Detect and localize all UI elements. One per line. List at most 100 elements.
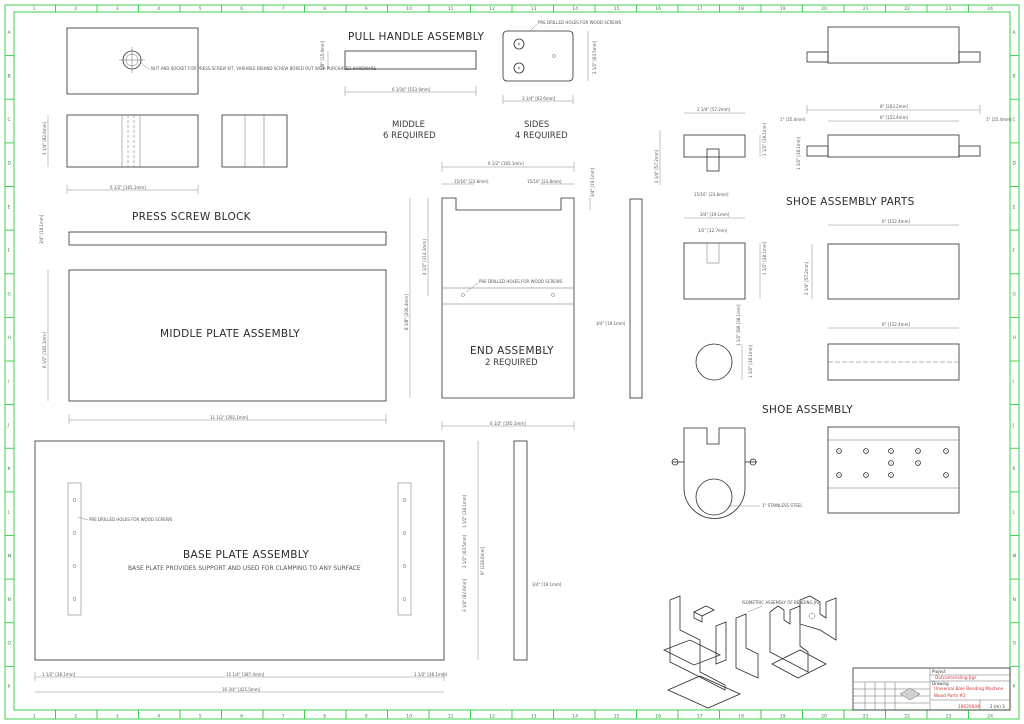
zone-col-bottom: 9 bbox=[365, 714, 368, 720]
press-screw-block-title: PRESS SCREW BLOCK bbox=[132, 211, 252, 223]
zone-col-bottom: 4 bbox=[157, 714, 160, 720]
base-plate-note: BASE PLATE PROVIDES SUPPORT AND USED FOR… bbox=[128, 565, 361, 572]
screw-icon bbox=[943, 472, 949, 478]
zone-col-top: 14 bbox=[572, 6, 578, 12]
sp-height-dim: 1 1/2" [38.1mm] bbox=[796, 136, 801, 170]
end-height1-dim: 4 1/2" [114.3mm] bbox=[422, 239, 427, 275]
tb-logo-icon bbox=[899, 687, 921, 701]
end-bottom-width-dim: 6 1/2" [165.1mm] bbox=[490, 421, 526, 426]
zone-row-left: C bbox=[8, 117, 11, 123]
shoe-width-dim: 2 1/4" [57.2mm] bbox=[697, 107, 731, 112]
shoe-part-block-c: 6" [152.4mm] 2 1/4" [57.2mm] bbox=[804, 219, 960, 300]
zone-row-left: A bbox=[8, 30, 12, 36]
zone-col-top: 21 bbox=[863, 6, 869, 12]
zone-col-bottom: 8 bbox=[323, 714, 326, 720]
middle-plate-assembly: 11 1/2" [292.1mm] 6 1/2" [165.1mm] bbox=[42, 269, 387, 424]
screw-icon bbox=[863, 448, 869, 454]
mp-width-dim: 11 1/2" [292.1mm] bbox=[210, 415, 249, 420]
notch-height-dim: 3/4" [19.1mm] bbox=[590, 167, 595, 197]
zone-row-right: O bbox=[1013, 641, 1017, 647]
end-side-dim: 3/4" [19.1mm] bbox=[596, 321, 626, 326]
shoe-assembly-front: 1" STAINLESS STEEL bbox=[671, 427, 803, 519]
zone-col-top: 4 bbox=[157, 6, 160, 12]
zone-col-top: 6 bbox=[240, 6, 243, 12]
zone-col-bottom: 16 bbox=[655, 714, 661, 720]
middle-qty: 6 REQUIRED bbox=[383, 131, 436, 141]
zone-col-top: 20 bbox=[821, 6, 827, 12]
screw-icon bbox=[915, 448, 921, 454]
shoe-assembly-title: SHOE ASSEMBLY bbox=[762, 404, 853, 416]
sides-holes-note: PRE DRILLED HOLES FOR WOOD SCREWS bbox=[538, 20, 622, 25]
zone-row-right: P bbox=[1013, 684, 1016, 690]
zone-col-bottom: 7 bbox=[282, 714, 285, 720]
screw-slot bbox=[944, 449, 948, 453]
tb-sheet: 2 (m) 3 bbox=[990, 704, 1005, 709]
screw-icon bbox=[915, 460, 921, 466]
zone-row-left: L bbox=[8, 510, 11, 516]
bp-d2-dim: 2 1/2" [63.5mm] bbox=[462, 534, 467, 568]
zone-col-top: 18 bbox=[738, 6, 744, 12]
notch-left-dim: 15/16" [23.8mm] bbox=[454, 179, 489, 184]
shoe-inner-dim: 1/2" [12.7mm] bbox=[698, 228, 728, 233]
tb-project-label: Project bbox=[932, 669, 946, 674]
sp-total-dim: 8" [203.2mm] bbox=[880, 104, 908, 109]
screw-slot bbox=[889, 461, 893, 465]
zone-row-left: O bbox=[8, 641, 12, 647]
base-plate-side-view: 3/4" [19.1mm] bbox=[513, 440, 562, 661]
zone-col-bottom: 1 bbox=[33, 714, 36, 720]
base-holes-note: PRE DRILLED HOLES FOR WOOD SCREWS bbox=[89, 517, 173, 522]
zone-col-bottom: 22 bbox=[904, 714, 910, 720]
zone-col-top: 12 bbox=[489, 6, 495, 12]
zone-col-top: 1 bbox=[33, 6, 36, 12]
screw-slot bbox=[889, 449, 893, 453]
press-screw-top-view: NUT AND SOCKET FOR PRESS SCREW KIT, VARI… bbox=[66, 27, 376, 95]
screw-slot bbox=[864, 473, 868, 477]
zone-row-right: D bbox=[1013, 161, 1017, 167]
base-plate-title: BASE PLATE ASSEMBLY bbox=[183, 549, 309, 561]
zone-col-bottom: 2 bbox=[74, 714, 77, 720]
end-height2-dim: 8 1/8" [206.4mm] bbox=[404, 294, 409, 330]
screw-slot bbox=[916, 449, 920, 453]
rod-r-dim: 1 1/2" [38.1mm] bbox=[748, 344, 753, 378]
zone-col-top: 22 bbox=[904, 6, 910, 12]
zone-col-top: 15 bbox=[614, 6, 620, 12]
zone-row-right: K bbox=[1013, 466, 1017, 472]
zone-row-right: C bbox=[1013, 117, 1016, 123]
psb-height-dim: 3 1/4" [82.6mm] bbox=[42, 121, 47, 155]
bp-total-dim: 16 3/4" [425.5mm] bbox=[222, 687, 261, 692]
ph-height-dim: 5/8" [15.9mm] bbox=[320, 40, 325, 70]
middle-label: MIDDLE bbox=[392, 120, 425, 130]
zone-col-bottom: 6 bbox=[240, 714, 243, 720]
zone-col-bottom: 14 bbox=[572, 714, 578, 720]
zone-row-right: F bbox=[1013, 248, 1016, 254]
shoe-part-top bbox=[806, 26, 981, 64]
pull-handle-sides: PRE DRILLED HOLES FOR WOOD SCREWS 3 1/4"… bbox=[502, 20, 622, 104]
zone-row-right: A bbox=[1013, 30, 1017, 36]
zone-row-left: P bbox=[8, 684, 11, 690]
zone-col-top: 23 bbox=[946, 6, 952, 12]
zone-col-top: 9 bbox=[365, 6, 368, 12]
shoe-b-width-dim: 3/4" [19.1mm] bbox=[700, 212, 730, 217]
base-plate-assembly: PRE DRILLED HOLES FOR WOOD SCREWS 15 1/4… bbox=[34, 440, 485, 693]
end-holes-note: PRE DRILLED HOLES FOR WOOD SCREWS bbox=[479, 279, 563, 284]
shoe-b-height-dim: 2 1/4" [57.2mm] bbox=[654, 149, 659, 183]
bp-right-dim: 1 1/2" [38.1mm] bbox=[414, 672, 448, 677]
screw-slot bbox=[837, 449, 841, 453]
zone-row-left: D bbox=[8, 161, 12, 167]
shoe-part-long: 8" [203.2mm] 6" [152.4mm] 1" [25.4mm] 1"… bbox=[780, 104, 1012, 170]
zone-col-top: 3 bbox=[116, 6, 119, 12]
zone-col-bottom: 11 bbox=[448, 714, 454, 720]
bp-height-dim: 9" [228.6mm] bbox=[480, 547, 485, 575]
zone-col-bottom: 20 bbox=[821, 714, 827, 720]
zone-row-left: F bbox=[8, 248, 11, 254]
zone-col-bottom: 15 bbox=[614, 714, 620, 720]
zone-row-right: I bbox=[1013, 379, 1014, 385]
zone-col-top: 17 bbox=[697, 6, 703, 12]
sp-left-dim: 1" [25.4mm] bbox=[780, 117, 806, 122]
zone-col-top: 16 bbox=[655, 6, 661, 12]
sp-inner-dim: 6" [152.4mm] bbox=[880, 115, 908, 120]
sides-qty: 4 REQUIRED bbox=[515, 131, 568, 141]
tb-number: 18020004 bbox=[958, 704, 980, 710]
zone-col-bottom: 3 bbox=[116, 714, 119, 720]
sp-w2-dim: 6" [152.4mm] bbox=[882, 219, 910, 224]
